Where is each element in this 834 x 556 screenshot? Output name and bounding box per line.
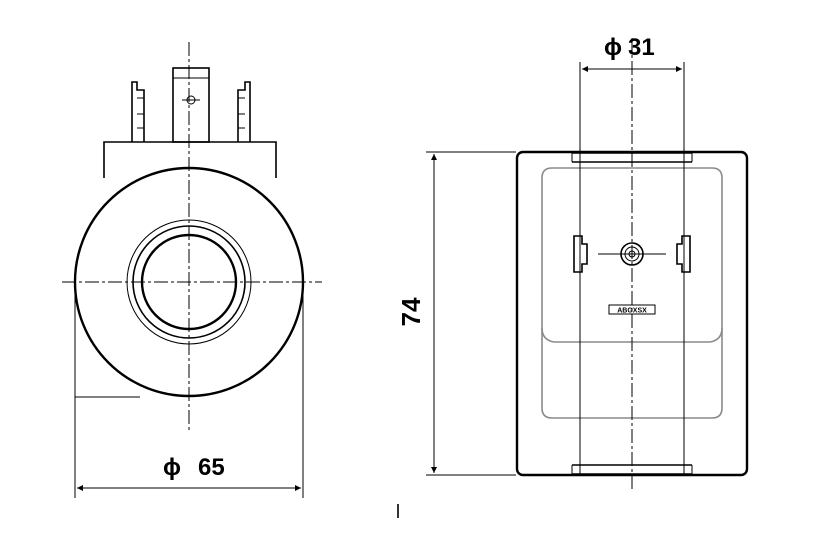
connector-housing: [103, 141, 277, 178]
diameter-65-dimension: ϕ 65: [74, 282, 304, 498]
height-74-value: 74: [396, 297, 426, 326]
terminal-pin-right: [237, 81, 251, 142]
terminal-pin-center: [172, 67, 210, 143]
diameter-65-symbol: ϕ: [163, 454, 181, 481]
terminal-pin-left: [131, 81, 145, 142]
front-view: ϕ 65: [62, 42, 322, 498]
center-screw-icon: [598, 242, 666, 266]
diameter-31-symbol: ϕ: [604, 34, 622, 61]
height-74-dimension: 74: [396, 151, 516, 476]
connector-face-outline: [541, 167, 723, 419]
diameter-31-dimension: ϕ 31: [582, 34, 682, 72]
diameter-31-value: 31: [628, 34, 655, 61]
diameter-65-value: 65: [198, 454, 225, 481]
terminal-clip-left: [573, 235, 588, 273]
nameplate-marking-text: ABGXSX: [617, 308, 647, 315]
terminal-clip-right: [676, 235, 691, 273]
side-view: ABGXSX ϕ 31 74: [396, 34, 749, 490]
nameplate-marking: ABGXSX: [608, 304, 656, 315]
